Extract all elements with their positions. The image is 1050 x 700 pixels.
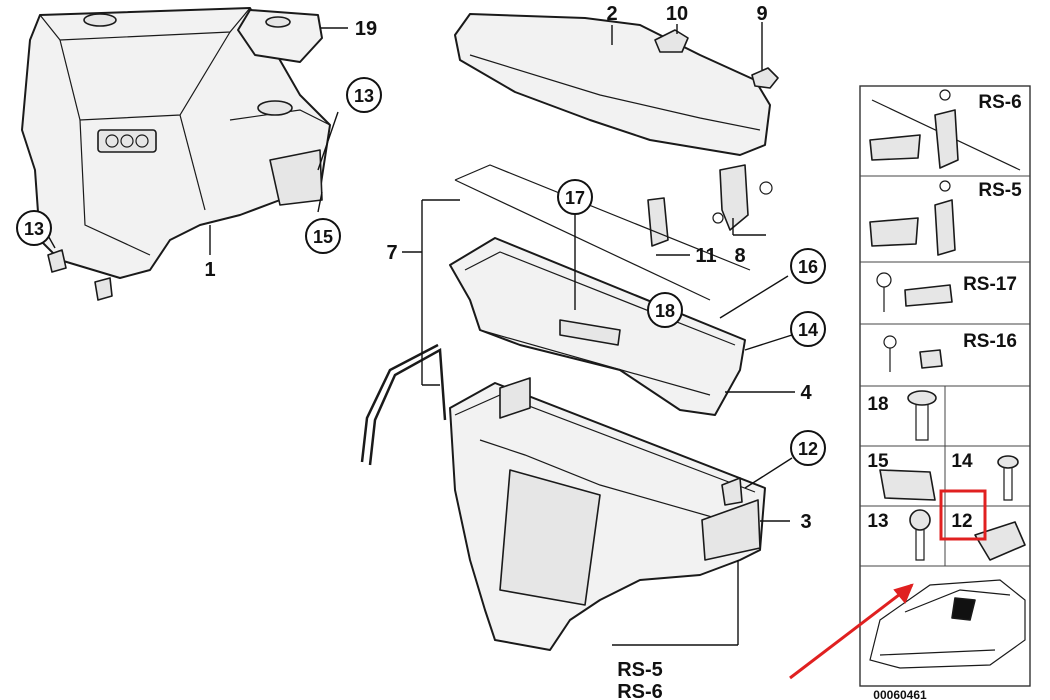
callout-7: 7 (386, 242, 397, 264)
callout-13-left: 13 (16, 210, 52, 246)
part-7-seal (360, 343, 447, 466)
svg-text:16: 16 (798, 257, 818, 277)
svg-text:RS-6: RS-6 (978, 92, 1021, 113)
callout-18: 18 (647, 292, 683, 328)
svg-text:12: 12 (951, 511, 972, 532)
svg-text:7: 7 (386, 242, 397, 264)
callout-11: 11 (695, 245, 716, 267)
cell-rs6: RS-6 (869, 89, 1022, 171)
callout-14: 14 (790, 311, 826, 347)
callout-16: 16 (790, 248, 826, 284)
part-10-clip (654, 29, 689, 53)
svg-text:11: 11 (695, 245, 716, 267)
svg-text:9: 9 (756, 3, 767, 25)
part-19-cap (237, 9, 323, 63)
svg-text:14: 14 (951, 451, 973, 472)
red-arrow (789, 583, 914, 680)
highlight-box-12 (939, 489, 987, 541)
svg-text:3: 3 (800, 511, 811, 533)
leader-lines (45, 22, 795, 646)
svg-text:15: 15 (867, 451, 889, 472)
cell-rs17: RS-17 (876, 272, 1017, 312)
svg-text:19: 19 (355, 18, 377, 40)
part-1-console-cover (21, 7, 331, 301)
part-11-latch (647, 197, 669, 247)
callout-19: 19 (355, 18, 377, 40)
bottom-labels: RS-5 RS-6 (617, 659, 663, 700)
svg-text:13: 13 (354, 86, 374, 106)
svg-text:18: 18 (655, 301, 675, 321)
svg-text:10: 10 (666, 3, 688, 25)
callout-1: 1 (204, 259, 215, 281)
car-location-view (869, 579, 1026, 669)
svg-text:1: 1 (204, 259, 215, 281)
cell-18: 18 (867, 390, 937, 441)
cell-14: 14 (951, 451, 1019, 501)
callout-9: 9 (756, 3, 767, 25)
cell-rs5: RS-5 (869, 180, 1022, 256)
callout-4: 4 (800, 382, 812, 404)
part-3-housing (449, 377, 766, 651)
svg-text:13: 13 (24, 219, 44, 239)
part-2-lid (454, 13, 771, 156)
cell-12: 12 (939, 489, 1026, 561)
svg-text:14: 14 (798, 320, 818, 340)
svg-text:RS-5: RS-5 (978, 180, 1022, 201)
svg-text:RS-5: RS-5 (617, 659, 663, 681)
svg-text:12: 12 (798, 439, 818, 459)
cell-13: 13 (867, 509, 931, 561)
cell-15: 15 (867, 451, 936, 501)
part-9-clip (751, 67, 779, 89)
svg-text:13: 13 (867, 511, 888, 532)
callout-2: 2 (606, 3, 617, 25)
part-8-hinge (712, 164, 773, 231)
callout-13-right: 13 (346, 77, 382, 113)
svg-text:17: 17 (565, 188, 585, 208)
callout-17: 17 (557, 179, 593, 215)
svg-text:RS-16: RS-16 (963, 331, 1017, 352)
part-16-seal (454, 164, 751, 301)
svg-text:8: 8 (734, 245, 745, 267)
cell-rs16: RS-16 (883, 331, 1017, 372)
callout-15: 15 (305, 218, 341, 254)
svg-text:2: 2 (606, 3, 617, 25)
callout-10: 10 (666, 3, 688, 25)
svg-text:RS-17: RS-17 (963, 274, 1017, 295)
svg-text:RS-6: RS-6 (617, 681, 663, 700)
svg-text:4: 4 (800, 382, 812, 404)
callout-12: 12 (790, 430, 826, 466)
callout-3: 3 (800, 511, 811, 533)
svg-text:18: 18 (867, 394, 888, 415)
callout-8: 8 (734, 245, 745, 267)
side-panel: RS-6 RS-5 RS-17 RS-16 18 15 (859, 85, 1031, 700)
diagram-number: 00060461 (873, 688, 927, 700)
svg-text:15: 15 (313, 227, 333, 247)
